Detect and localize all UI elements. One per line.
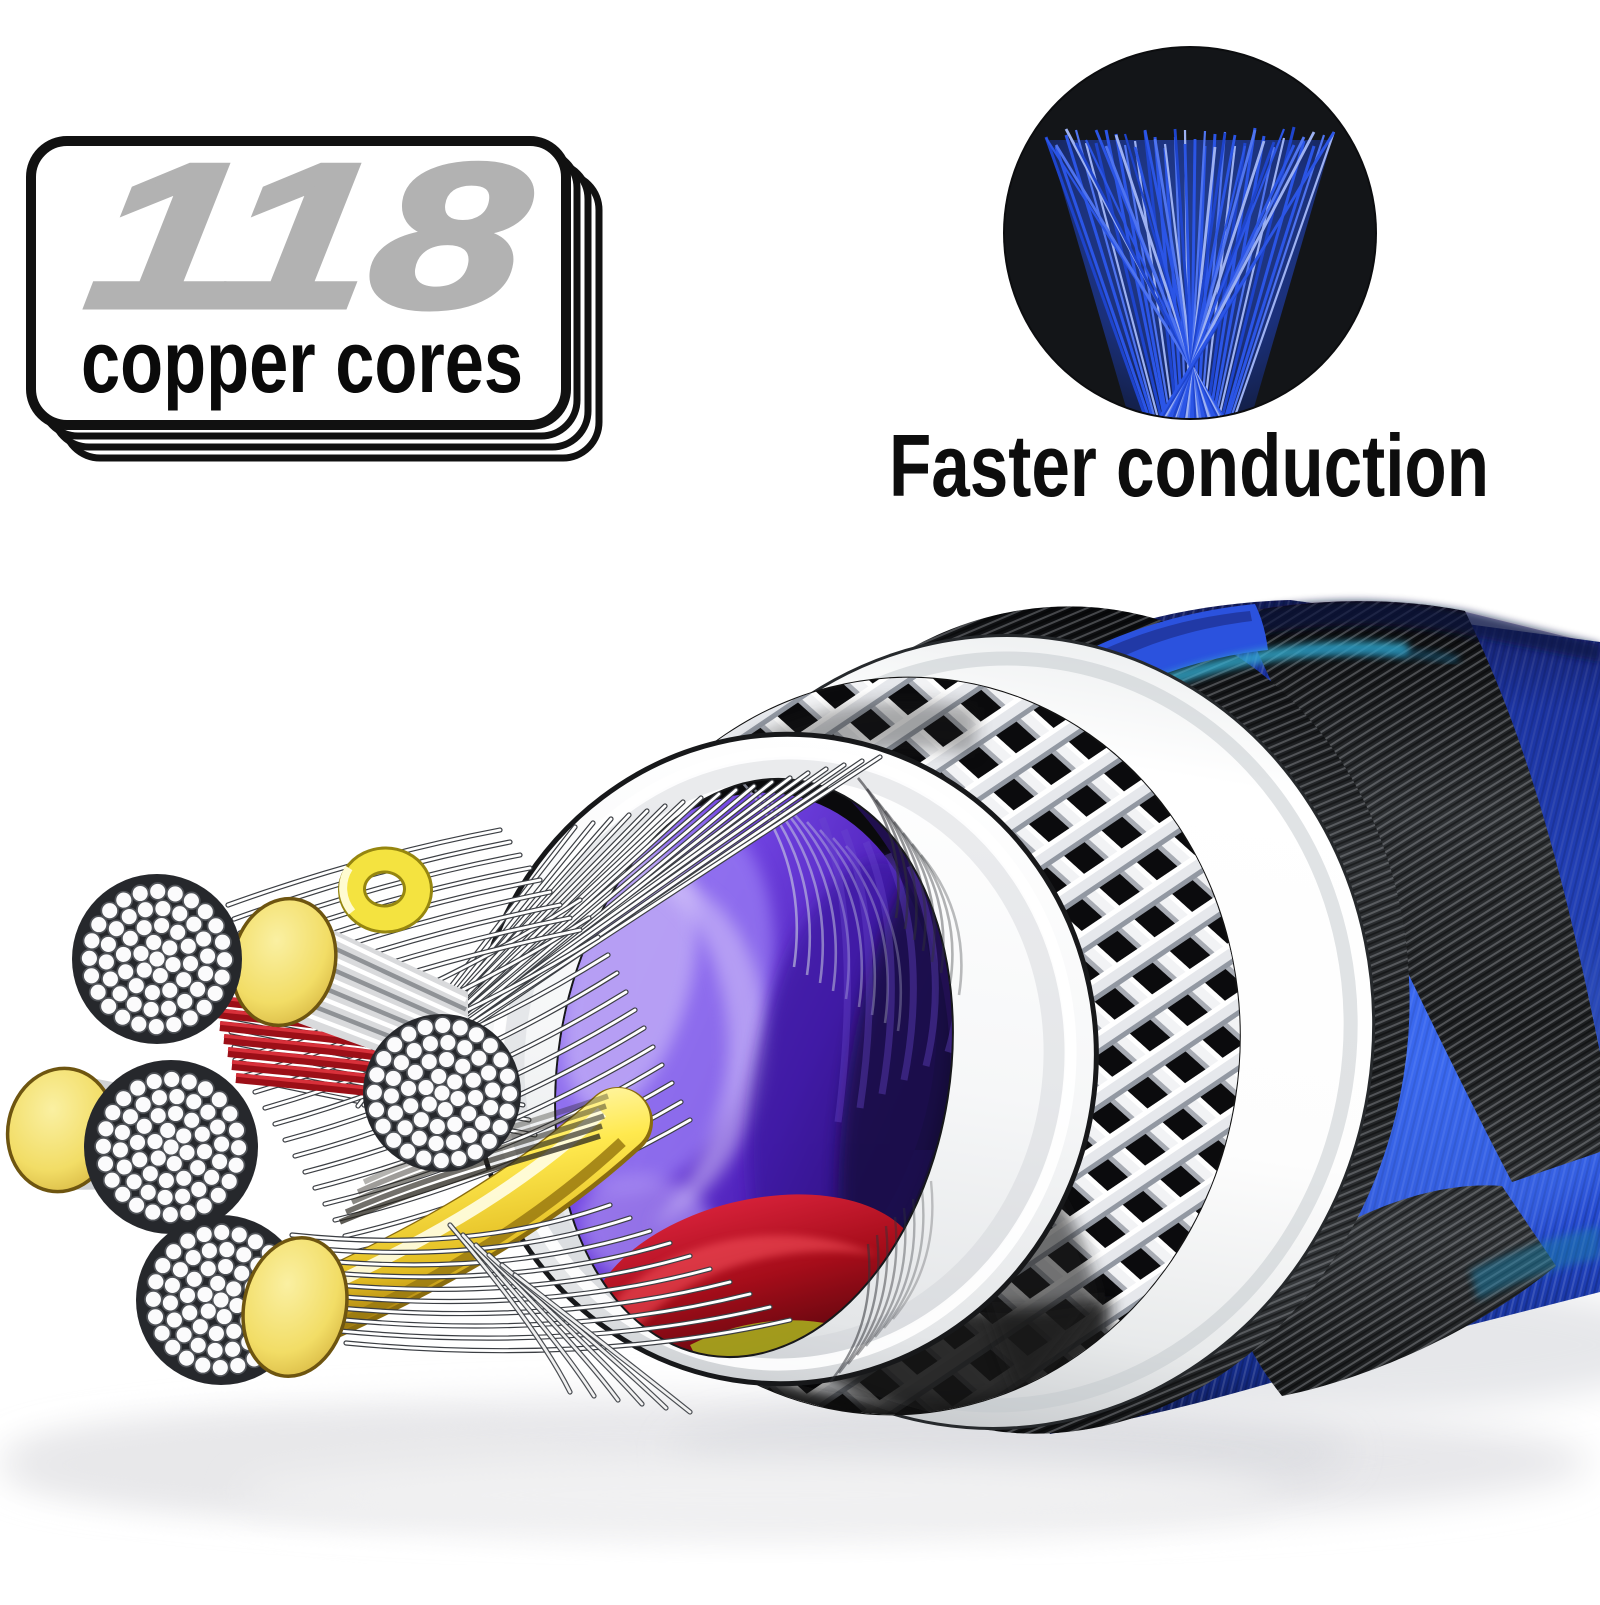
svg-text:118: 118 [76, 121, 542, 351]
svg-text:copper cores: copper cores [81, 312, 523, 410]
svg-text:Faster conduction: Faster conduction [889, 416, 1489, 515]
